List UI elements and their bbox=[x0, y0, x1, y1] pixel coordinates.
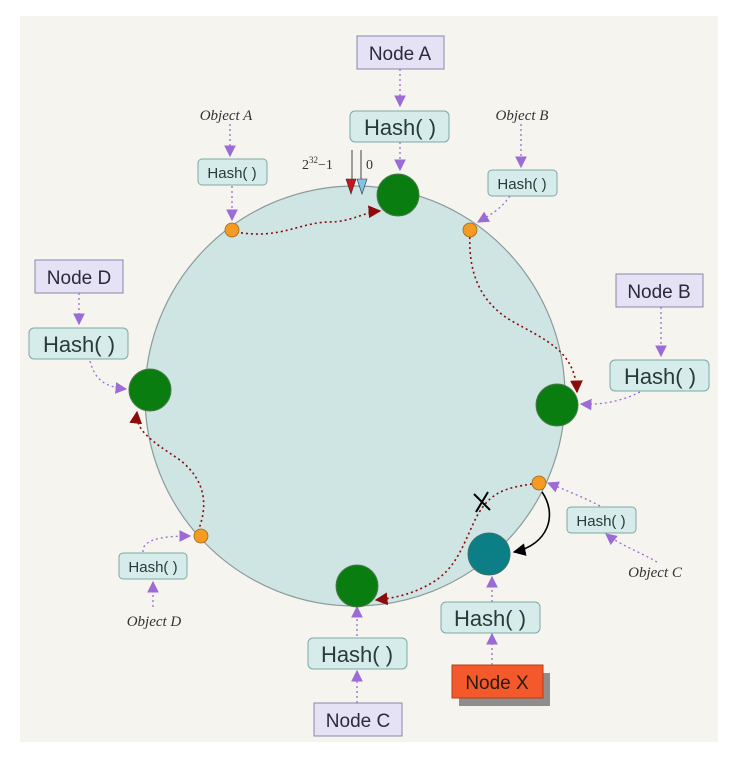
node-x-hash-box: Hash( ) bbox=[440, 601, 541, 634]
ring-boundary-marker: 232−1 0 bbox=[302, 150, 373, 195]
zero-value-marker bbox=[356, 178, 368, 195]
svg-text:Hash( ): Hash( ) bbox=[497, 176, 546, 193]
object-a-point bbox=[224, 222, 240, 238]
node-c-point bbox=[335, 564, 379, 608]
node-b-point bbox=[535, 383, 579, 427]
node-c-hash-box: Hash( ) bbox=[307, 637, 408, 670]
svg-text:Hash( ): Hash( ) bbox=[207, 165, 256, 182]
node-b-label-box: Node B bbox=[615, 273, 704, 308]
svg-text:Hash( ): Hash( ) bbox=[576, 513, 625, 530]
node-a-label-box: Node A bbox=[356, 35, 445, 70]
path-object-d-to-node-d bbox=[129, 410, 205, 537]
node-x-point bbox=[467, 532, 511, 576]
node-c-label-box: Node C bbox=[313, 702, 403, 737]
remap-arrow bbox=[512, 491, 551, 556]
node-x-label-box: Node X bbox=[451, 664, 550, 706]
svg-text:Hash( ): Hash( ) bbox=[43, 332, 115, 357]
node-a-point bbox=[376, 173, 420, 217]
object-b-label: Object B bbox=[496, 108, 549, 124]
svg-text:Hash( ): Hash( ) bbox=[454, 606, 526, 631]
object-d-point bbox=[193, 528, 209, 544]
svg-text:Node A: Node A bbox=[369, 44, 432, 65]
object-a-hash-box: Hash( ) bbox=[197, 158, 268, 186]
node-b-hash-box: Hash( ) bbox=[609, 359, 710, 392]
svg-text:Hash( ): Hash( ) bbox=[364, 115, 436, 140]
svg-text:Hash( ): Hash( ) bbox=[128, 559, 177, 576]
object-d-label: Object D bbox=[127, 614, 182, 630]
node-d-label-box: Node D bbox=[34, 259, 124, 294]
svg-text:Hash( ): Hash( ) bbox=[624, 364, 696, 389]
object-d-hash-box: Hash( ) bbox=[118, 552, 188, 580]
path-object-a-to-node-a bbox=[235, 205, 382, 235]
ring-max-label: 232−1 bbox=[302, 155, 333, 173]
node-d-point bbox=[128, 368, 172, 412]
object-mapping-paths bbox=[129, 205, 583, 606]
svg-text:Hash( ): Hash( ) bbox=[321, 642, 393, 667]
removed-path-cross-icon bbox=[473, 491, 491, 513]
svg-text:Node X: Node X bbox=[465, 673, 529, 694]
object-b-point bbox=[462, 222, 478, 238]
hash-arrows bbox=[73, 69, 667, 703]
svg-text:Node C: Node C bbox=[326, 711, 390, 732]
max-value-marker bbox=[345, 178, 357, 195]
svg-text:Node D: Node D bbox=[47, 268, 111, 289]
svg-text:Node B: Node B bbox=[627, 282, 690, 303]
node-a-hash-box: Hash( ) bbox=[349, 110, 450, 143]
object-c-point bbox=[531, 475, 547, 491]
object-a-label: Object A bbox=[200, 108, 253, 124]
object-c-hash-box: Hash( ) bbox=[566, 506, 637, 534]
object-b-hash-box: Hash( ) bbox=[487, 169, 558, 197]
ring-zero-label: 0 bbox=[366, 158, 373, 173]
node-d-hash-box: Hash( ) bbox=[28, 327, 129, 360]
object-c-label: Object C bbox=[628, 565, 683, 581]
